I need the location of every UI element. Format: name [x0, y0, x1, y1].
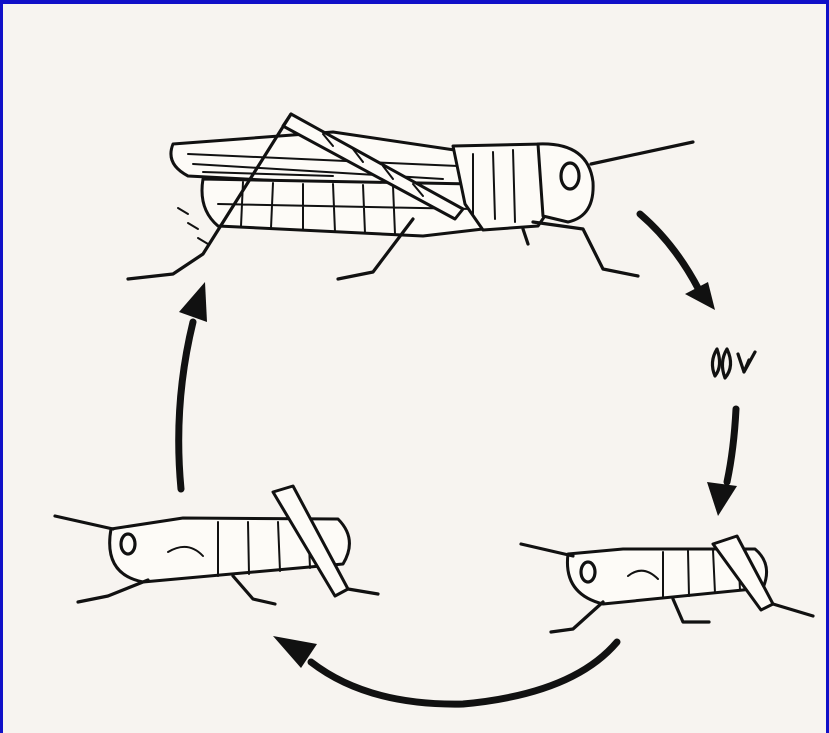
life-cycle-diagram [3, 4, 826, 733]
diagram-background [3, 4, 826, 733]
life-cycle-svg [3, 4, 826, 733]
